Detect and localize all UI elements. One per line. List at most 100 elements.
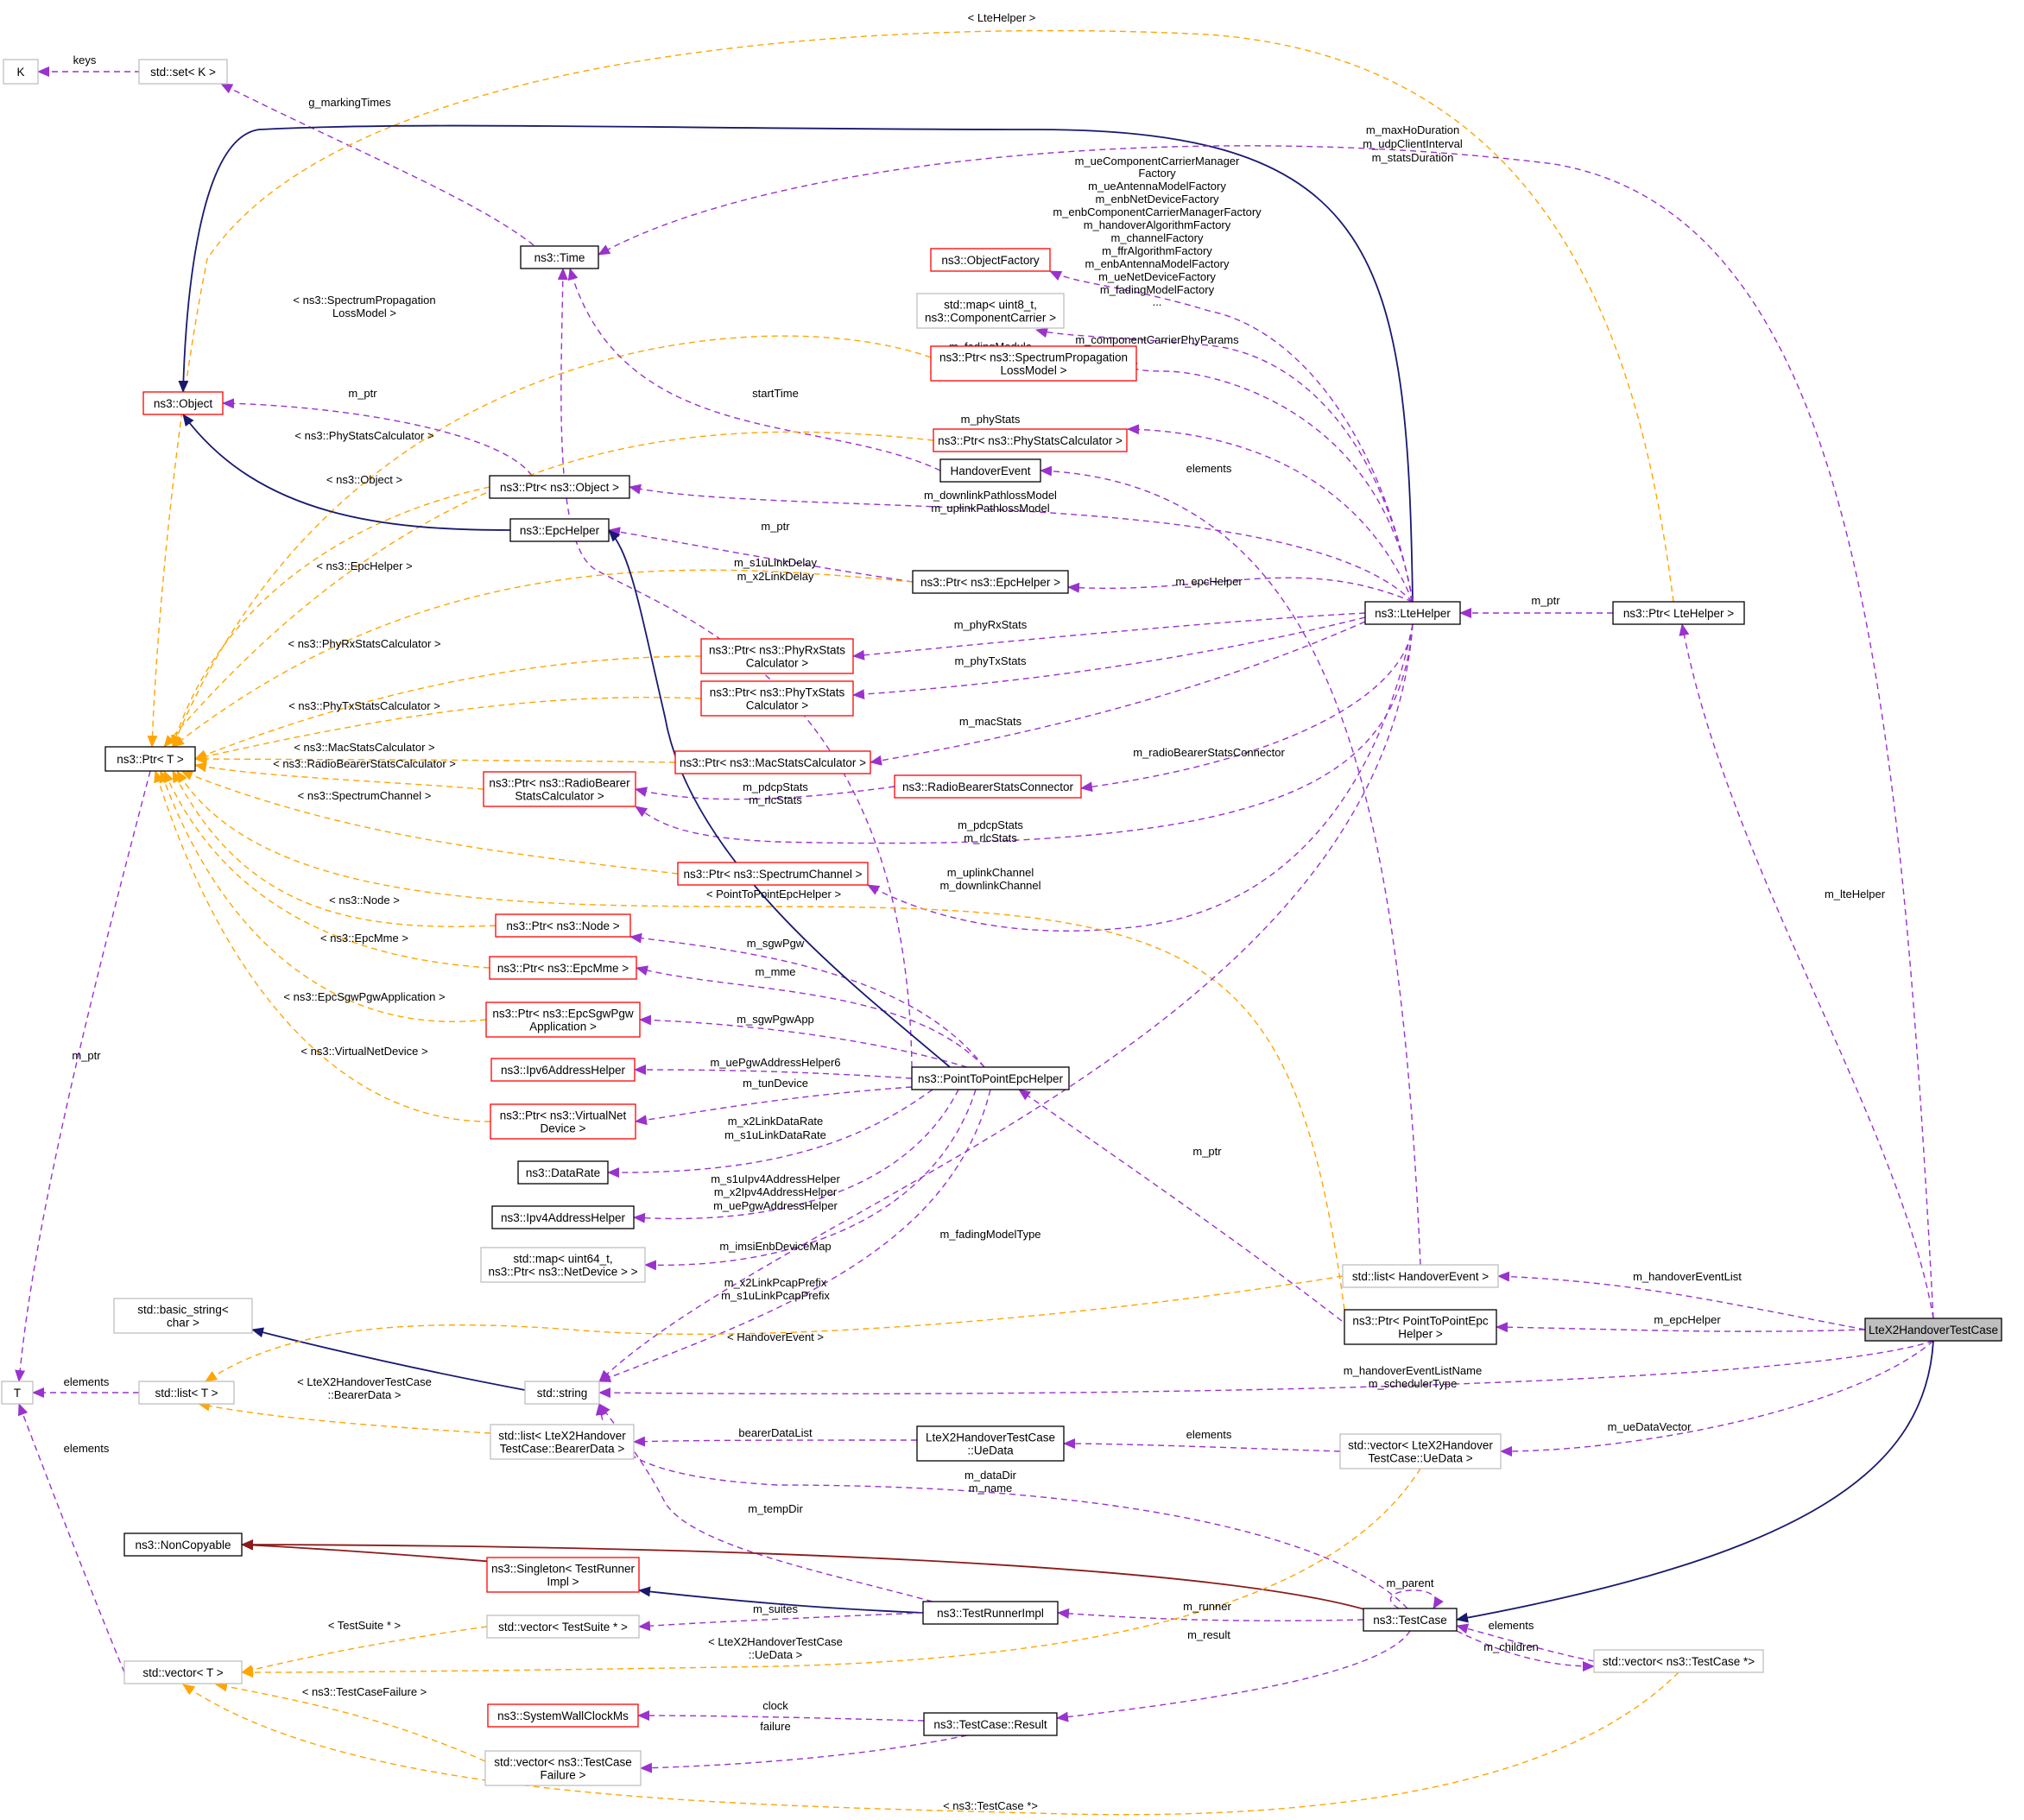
edge-label: m_tempDir: [748, 1502, 803, 1515]
class-node-Time[interactable]: ns3::Time: [520, 245, 599, 269]
node-label: ns3::TestRunnerImpl: [937, 1607, 1044, 1620]
class-node-PtrRBSC[interactable]: ns3::Ptr< ns3::RadioBearerStatsCalculato…: [483, 771, 636, 807]
node-box: [487, 1703, 639, 1728]
edge-PtrP2P-to-P2PEpc: [1018, 1089, 1343, 1322]
class-node-HandoverEvent[interactable]: HandoverEvent: [939, 458, 1041, 483]
class-node-PtrSPLM[interactable]: ns3::Ptr< ns3::SpectrumPropagationLossMo…: [930, 345, 1137, 382]
edge-label: m_enbNetDeviceFactory: [1095, 193, 1219, 205]
class-node-PtrVND[interactable]: ns3::Ptr< ns3::VirtualNetDevice >: [490, 1103, 636, 1140]
class-node-VecTS[interactable]: std::vector< TestSuite * >: [486, 1615, 640, 1639]
class-node-PtrPSC[interactable]: ns3::Ptr< ns3::PhyStatsCalculator >: [933, 428, 1128, 452]
node-box: [483, 771, 636, 807]
edge-LteX2-to-TestCase: [1456, 1340, 1934, 1623]
class-node-VecT[interactable]: std::vector< T >: [123, 1660, 243, 1684]
class-node-LteX2[interactable]: LteX2HandoverTestCase: [1864, 1318, 2002, 1342]
edge-LteHelper-to-PtrEpcHelper: [1067, 577, 1414, 603]
class-node-SetK[interactable]: std::set< K >: [138, 59, 228, 85]
node-box: [1363, 1608, 1458, 1632]
class-node-BasicString[interactable]: std::basic_string<char >: [113, 1298, 253, 1334]
class-node-ObjectFactory[interactable]: ns3::ObjectFactory: [930, 248, 1051, 272]
node-label: ns3::TestCase: [1373, 1614, 1447, 1627]
class-node-PtrT[interactable]: ns3::Ptr< T >: [104, 746, 196, 772]
edge-label: m_s1uLinkDataRate: [724, 1128, 826, 1141]
class-node-Singleton[interactable]: ns3::Singleton< TestRunnerImpl >: [486, 1557, 640, 1593]
class-node-ListT[interactable]: std::list< T >: [138, 1381, 235, 1405]
class-node-PtrPhyTx[interactable]: ns3::Ptr< ns3::PhyTxStatsCalculator >: [700, 680, 854, 717]
edge-label: m_handoverEventList: [1633, 1270, 1742, 1283]
node-label: ns3::Ptr< ns3::Node >: [506, 919, 619, 932]
class-node-DataRate[interactable]: ns3::DataRate: [517, 1160, 609, 1185]
class-node-VecUe[interactable]: std::vector< LteX2HandoverTestCase::UeDa…: [1339, 1433, 1502, 1469]
node-box: [480, 1247, 646, 1283]
edge-RBSC-to-PtrRBSC: [635, 786, 895, 800]
edge-VecTS-to-VecT: [241, 1626, 488, 1675]
node-label: std::vector< ns3::TestCase: [494, 1756, 631, 1769]
class-node-VecTC[interactable]: std::vector< ns3::TestCase *>: [1593, 1649, 1764, 1673]
class-node-MapCC[interactable]: std::map< uint8_t,ns3::ComponentCarrier …: [916, 293, 1065, 329]
class-node-PtrEpcMme[interactable]: ns3::Ptr< ns3::EpcMme >: [489, 956, 637, 980]
class-node-ListHE[interactable]: std::list< HandoverEvent >: [1342, 1264, 1499, 1288]
class-node-RBSC[interactable]: ns3::RadioBearerStatsConnector: [894, 774, 1082, 799]
node-box: [930, 248, 1051, 272]
node-box: [486, 1557, 640, 1593]
edge-label: m_handoverEventListName: [1344, 1364, 1482, 1377]
class-node-PtrLteHelper[interactable]: ns3::Ptr< LteHelper >: [1612, 601, 1745, 625]
class-node-T[interactable]: T: [1, 1381, 34, 1405]
node-label: std::string: [537, 1387, 588, 1400]
edge-PtrMac-to-PtrT: [194, 754, 676, 765]
edge-label: < ns3::Object >: [326, 473, 402, 486]
edge-label: m_uplinkChannel: [947, 866, 1034, 879]
edge-label: elements: [1186, 1428, 1232, 1441]
edge-label: m_s1uLinkDelay: [734, 556, 818, 569]
class-node-Ipv6AH[interactable]: ns3::Ipv6AddressHelper: [490, 1058, 636, 1082]
edge-LteHelper-to-PtrSC: [867, 623, 1414, 932]
class-node-PtrP2P[interactable]: ns3::Ptr< PointToPointEpcHelper >: [1344, 1309, 1497, 1345]
edge-label: elements: [1186, 462, 1232, 475]
edge-VecTC-to-VecT: [182, 1671, 1679, 1816]
class-node-PtrEpcHelper[interactable]: ns3::Ptr< ns3::EpcHelper >: [912, 570, 1069, 594]
edge-label: m_downlinkChannel: [939, 879, 1040, 892]
node-box: [123, 1532, 243, 1557]
class-node-MapND[interactable]: std::map< uint64_t,ns3::Ptr< ns3::NetDev…: [480, 1247, 646, 1283]
class-node-EpcHelper[interactable]: ns3::EpcHelper: [509, 518, 610, 542]
edge-label: m_ueDataVector: [1608, 1420, 1692, 1433]
edge-P2PEpc-to-MapND: [644, 1089, 977, 1271]
class-node-Ipv4AH[interactable]: ns3::Ipv4AddressHelper: [491, 1205, 635, 1229]
edge-label: m_imsiEnbDeviceMap: [719, 1240, 831, 1253]
node-box: [1344, 1309, 1497, 1345]
edge-label: elements: [64, 1375, 110, 1388]
class-node-K[interactable]: K: [3, 59, 39, 85]
class-node-P2PEpc[interactable]: ns3::PointToPointEpcHelper: [911, 1066, 1070, 1090]
class-node-TestRunnerImpl[interactable]: ns3::TestRunnerImpl: [922, 1601, 1059, 1625]
edge-label: m_x2LinkPcapPrefix: [724, 1276, 827, 1289]
class-node-PtrMac[interactable]: ns3::Ptr< ns3::MacStatsCalculator >: [674, 750, 871, 774]
class-node-NonCopyable[interactable]: ns3::NonCopyable: [123, 1532, 243, 1557]
edge-label: m_dataDir: [965, 1469, 1017, 1482]
class-node-String[interactable]: std::string: [524, 1381, 600, 1405]
node-box: [486, 1615, 640, 1639]
class-node-PtrSC[interactable]: ns3::Ptr< ns3::SpectrumChannel >: [677, 862, 869, 886]
edge-label: < ns3::VirtualNetDevice >: [300, 1045, 427, 1058]
node-label: ns3::Ptr< ns3::MacStatsCalculator >: [680, 756, 866, 769]
edge-label: elements: [1489, 1619, 1534, 1632]
edge-P2PEpc-to-PtrSgw: [639, 1014, 968, 1068]
node-label: ns3::Ptr< T >: [117, 753, 184, 766]
class-node-PtrNode[interactable]: ns3::Ptr< ns3::Node >: [495, 913, 631, 938]
edge-label: < ns3::EpcHelper >: [316, 559, 412, 572]
class-node-LteHelper[interactable]: ns3::LteHelper: [1364, 601, 1461, 625]
edge-label: m_ueComponentCarrierManager: [1075, 155, 1240, 167]
class-node-PtrPhyRx[interactable]: ns3::Ptr< ns3::PhyRxStatsCalculator >: [700, 638, 854, 674]
class-node-TestCase[interactable]: ns3::TestCase: [1363, 1608, 1458, 1632]
class-node-ListBD[interactable]: std::list< LteX2HandoverTestCase::Bearer…: [490, 1424, 635, 1460]
class-node-VecTCF[interactable]: std::vector< ns3::TestCaseFailure >: [484, 1750, 642, 1786]
class-node-PtrSgw[interactable]: ns3::Ptr< ns3::EpcSgwPgwApplication >: [485, 1002, 641, 1038]
class-node-SWCM[interactable]: ns3::SystemWallClockMs: [487, 1703, 639, 1728]
class-node-UeData[interactable]: LteX2HandoverTestCase::UeData: [916, 1425, 1065, 1462]
class-node-PtrObject[interactable]: ns3::Ptr< ns3::Object >: [489, 475, 630, 499]
class-node-Object[interactable]: ns3::Object: [142, 391, 224, 415]
edge-TestRunnerImpl-to-VecTS: [638, 1612, 924, 1632]
class-node-Result[interactable]: ns3::TestCase::Result: [923, 1712, 1058, 1736]
edge-label: m_fadingModelFactory: [1100, 283, 1215, 296]
edge-VecUe-to-UeData: [1063, 1438, 1341, 1452]
node-label: ns3::ComponentCarrier >: [925, 312, 1056, 325]
